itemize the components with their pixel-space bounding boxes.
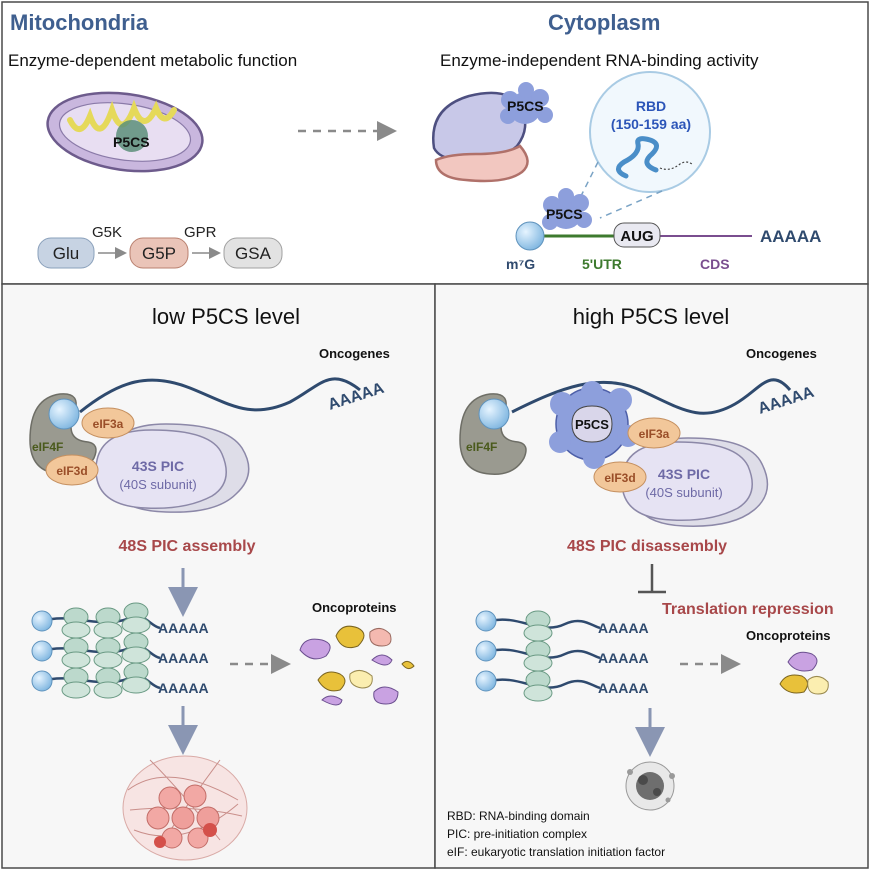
high-eif4f-label: eIF4F xyxy=(466,440,497,454)
gsa-label: GSA xyxy=(235,244,272,263)
low-polya-1: AAAAA xyxy=(158,620,209,636)
low-eif4f-label: eIF4F xyxy=(32,440,63,454)
high-oncogenes-label: Oncogenes xyxy=(746,346,817,361)
m7g-label: m⁷G xyxy=(506,256,535,272)
glu-box xyxy=(37,237,95,269)
low-polysome-1 xyxy=(31,602,161,639)
low-polya-3: AAAAA xyxy=(158,680,209,696)
low-pic-body xyxy=(95,429,227,509)
low-eif3a-icon xyxy=(81,407,135,439)
cyto-p5cs-label: P5CS xyxy=(507,98,544,114)
high-polya-3: AAAAA xyxy=(598,680,649,696)
high-p5cs-protein-icon xyxy=(549,381,639,469)
rbd-zoom-circle xyxy=(589,71,711,193)
low-pic-label: 43S PIC xyxy=(132,458,184,474)
low-polya-2: AAAAA xyxy=(158,650,209,666)
high-polysome-3 xyxy=(475,670,601,702)
high-eif3a-label: eIF3a xyxy=(639,427,670,441)
rbd-title: RBD xyxy=(636,98,666,114)
high-title: high P5CS level xyxy=(573,304,730,329)
p5cs-bound-icon xyxy=(542,188,592,230)
high-pic-label: 43S PIC xyxy=(658,466,710,482)
high-cap-icon xyxy=(478,398,510,430)
low-eif3d-label: eIF3d xyxy=(56,464,87,478)
repression-label: Translation repression xyxy=(662,601,834,618)
high-p5cs-label: P5CS xyxy=(575,417,609,432)
cyto-subtitle: Enzyme-independent RNA-binding activity xyxy=(440,51,759,70)
high-polya-1: AAAAA xyxy=(598,620,649,636)
low-mrna-line xyxy=(79,377,361,414)
polya-top: AAAAA xyxy=(760,227,821,246)
high-polya-2: AAAAA xyxy=(598,650,649,666)
legend-line-1: RBD: RNA-binding domain xyxy=(447,809,590,823)
low-polysome-3 xyxy=(31,662,161,699)
mito-p5cs-label: P5CS xyxy=(113,134,150,150)
high-oncoproteins-label: Oncoproteins xyxy=(746,628,831,643)
g5p-label: G5P xyxy=(142,244,176,263)
tumor-icon xyxy=(122,755,248,861)
high-polysome-1 xyxy=(475,610,601,642)
apoptotic-cell-icon xyxy=(625,761,675,811)
low-polysomes xyxy=(31,602,161,699)
low-oncogenes-label: Oncogenes xyxy=(319,346,390,361)
legend-line-3: eIF: eukaryotic translation initiation f… xyxy=(447,845,665,859)
zoom-line-right xyxy=(599,190,663,219)
high-eif4f-icon xyxy=(459,393,527,475)
high-eif3a-icon xyxy=(627,417,681,449)
rbd-range: (150-159 aa) xyxy=(611,116,691,132)
high-pic-sub: (40S subunit) xyxy=(645,485,722,500)
high-result-label: 48S PIC disassembly xyxy=(567,538,727,555)
high-eif3d-label: eIF3d xyxy=(604,471,635,485)
low-pic-sub: (40S subunit) xyxy=(119,477,196,492)
low-title: low P5CS level xyxy=(152,304,300,329)
g5k-label: G5K xyxy=(92,224,122,241)
mitochondrion-icon xyxy=(46,91,204,173)
p5cs-protein-icon xyxy=(500,82,553,124)
m7g-cap-icon xyxy=(515,221,545,251)
mito-title: Mitochondria xyxy=(10,10,149,35)
rbd-strand-icon xyxy=(659,161,693,170)
mito-subtitle: Enzyme-dependent metabolic function xyxy=(8,51,297,70)
high-eif3d-icon xyxy=(593,461,647,493)
gsa-box xyxy=(223,237,283,269)
high-mrna-line xyxy=(511,378,792,415)
mrna-p5cs-label: P5CS xyxy=(546,206,583,222)
utr-label: 5'UTR xyxy=(582,256,622,272)
cds-label: CDS xyxy=(700,256,730,272)
low-eif3d-icon xyxy=(45,454,99,486)
g5p-box xyxy=(129,237,189,269)
high-polysomes xyxy=(475,610,601,702)
low-polysome-2 xyxy=(31,632,161,669)
legend-line-2: PIC: pre-initiation complex xyxy=(447,827,587,841)
rbd-helix-icon xyxy=(616,136,659,179)
ribosome-small-icon xyxy=(434,144,529,183)
low-cap-icon xyxy=(48,398,80,430)
aug-label: AUG xyxy=(620,228,653,245)
high-polysome-2 xyxy=(475,640,601,672)
cyto-title: Cytoplasm xyxy=(548,10,660,35)
low-oncoprotein-cluster xyxy=(299,625,415,706)
low-result-label: 48S PIC assembly xyxy=(119,538,256,555)
glu-label: Glu xyxy=(53,244,79,263)
aug-box xyxy=(613,222,661,248)
gpr-label: GPR xyxy=(184,224,217,241)
low-oncoproteins-label: Oncoproteins xyxy=(312,600,397,615)
low-eif3a-label: eIF3a xyxy=(93,417,124,431)
high-oncoprotein-cluster xyxy=(779,651,829,695)
